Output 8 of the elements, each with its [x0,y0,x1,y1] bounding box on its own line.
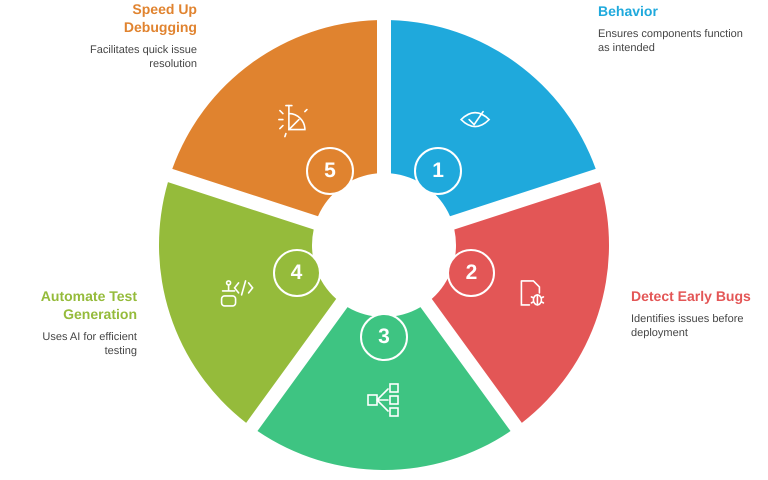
step-description: Identifies issues before deployment [631,312,745,340]
step-title: Detect Early Bugs [631,287,752,305]
step-title: Automate Test Generation [40,287,137,323]
step-title: Behavior [598,2,659,20]
step-description: Ensures components function as intended [598,27,744,55]
step-description: Uses AI for efficient testing [41,330,137,358]
step-description: Facilitates quick issue resolution [89,43,197,71]
step-title: Speed Up Debugging [122,0,197,36]
